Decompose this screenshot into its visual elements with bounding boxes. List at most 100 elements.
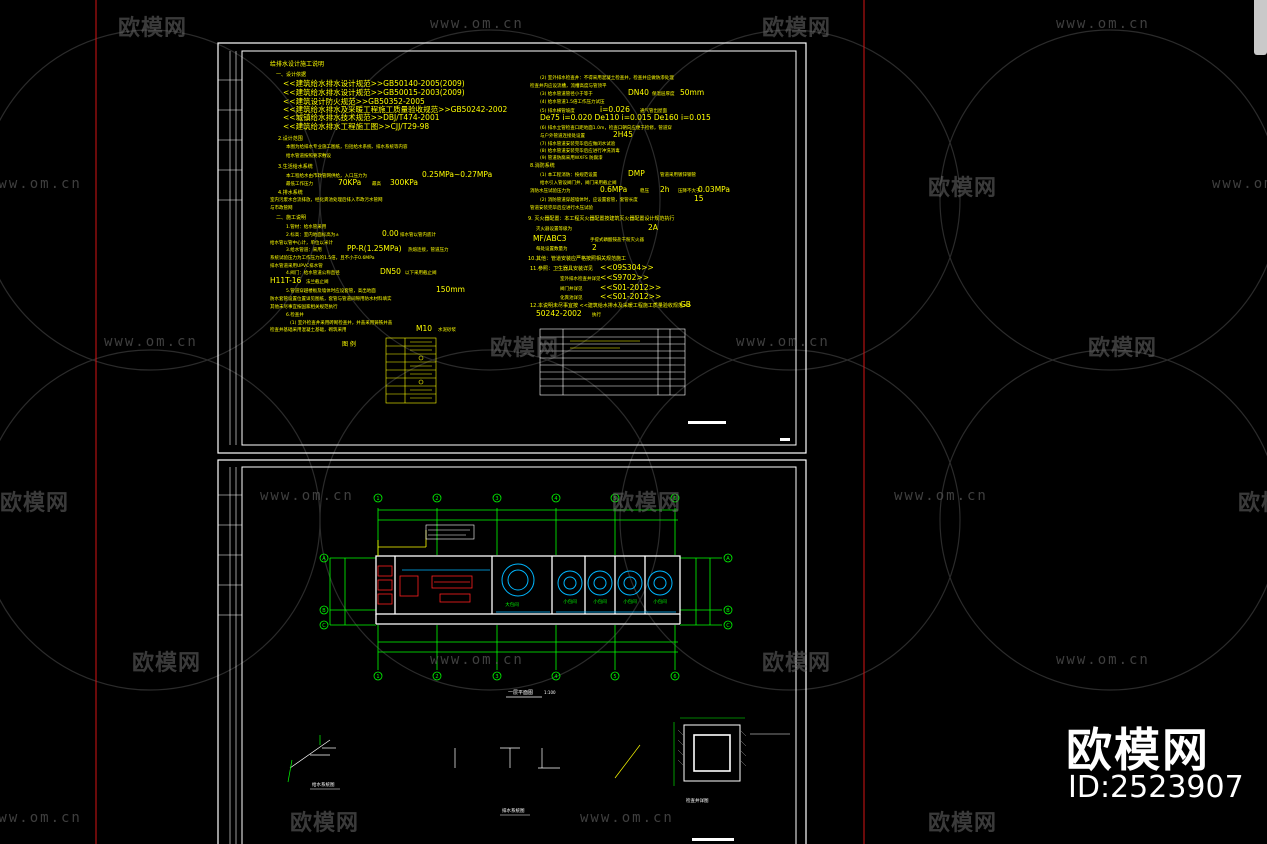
svg-text:热熔连接，管道压力: 热熔连接，管道压力 — [408, 246, 449, 253]
valve: DN50 — [380, 267, 401, 276]
svg-text:1: 1 — [376, 674, 379, 680]
svg-text:(3) 给水管道管径小于等于: (3) 给水管道管径小于等于 — [540, 90, 593, 97]
axis-6: 6 — [673, 496, 676, 502]
svg-text:化粪池详见: 化粪池详见 — [560, 294, 583, 301]
wm-url: www.om.cn — [1212, 176, 1267, 192]
svg-text:阀门井详见: 阀门井详见 — [560, 285, 583, 292]
wm-brand: 欧模网 — [490, 336, 560, 361]
rn-3: De75 i=0.020 De110 i=0.015 De160 i=0.015 — [540, 113, 711, 122]
rn-18: 50242-2002 — [536, 309, 582, 318]
svg-text:最低工作压力: 最低工作压力 — [286, 180, 313, 187]
plan-scale: 1:100 — [544, 690, 556, 695]
svg-text:通气管出屋面: 通气管出屋面 — [640, 107, 667, 114]
std-3: <<建筑给水排水及采暖工程施工质量验收规范>>GB50242-2002 — [283, 104, 507, 114]
axis-3: 3 — [495, 496, 498, 502]
sheet1-title: 给排水设计施工说明 — [270, 60, 324, 68]
svg-text:(1) 本工程消防：按规范设置: (1) 本工程消防：按规范设置 — [540, 171, 598, 178]
svg-text:管道采用镀锌钢管: 管道采用镀锌钢管 — [660, 171, 696, 178]
rn-0: DN40 — [628, 88, 649, 97]
svg-text:其他未尽事宜按国家相关规范执行: 其他未尽事宜按国家相关规范执行 — [270, 303, 338, 310]
svg-text:4.阀门：给水管道公称直径: 4.阀门：给水管道公称直径 — [286, 269, 340, 276]
svg-text:稳压: 稳压 — [640, 187, 649, 194]
room-1: 大包间 — [505, 601, 519, 608]
svg-text:检查井内应设流槽，流槽高度与管顶平: 检查井内应设流槽，流槽高度与管顶平 — [530, 82, 607, 89]
room-2: 小包间 — [563, 598, 577, 605]
svg-text:室内污废水合流排放，经化粪池处理后排入市政污水管网: 室内污废水合流排放，经化粪池处理后排入市政污水管网 — [270, 196, 383, 203]
svg-text:与户外管道连接处设置: 与户外管道连接处设置 — [540, 132, 585, 139]
legend-table — [385, 337, 437, 404]
wm-url: www.om.cn — [0, 810, 82, 826]
wm-brand: 欧模网 — [290, 811, 360, 836]
svg-text:(2) 消防管道穿越墙体时，应设置套管，套管长度: (2) 消防管道穿越墙体时，应设置套管，套管长度 — [540, 196, 638, 203]
drainage-isometric — [454, 744, 641, 779]
rn-13: <<09S304>> — [600, 263, 654, 272]
rn-4: 2H45 — [613, 130, 633, 139]
svg-text:1.管材：给水管采用: 1.管材：给水管采用 — [286, 223, 326, 230]
iso2-title: 排水系统图 — [502, 807, 525, 814]
rn-17: GB — [680, 300, 691, 309]
svg-text:C: C — [726, 623, 730, 629]
svg-text:保温层厚度: 保温层厚度 — [652, 90, 675, 97]
std-4: <<城镇给水排水技术规范>>DBJ/T474-2001 — [283, 112, 440, 122]
svg-text:3.给水管道：采用: 3.给水管道：采用 — [286, 246, 322, 253]
wm-brand: 欧模网 — [1088, 336, 1158, 361]
axis-4: 4 — [554, 496, 557, 502]
svg-text:(2) 室外排水检查井：不得采用混凝土检查井，检查井应做防渗: (2) 室外排水检查井：不得采用混凝土检查井，检查井应做防渗处理 — [540, 74, 674, 81]
axis-2: 2 — [435, 496, 438, 502]
rn-7: 2h — [660, 185, 670, 194]
svg-text:给水引入管设阀门井，阀门采用截止阀: 给水引入管设阀门井，阀门采用截止阀 — [540, 179, 617, 186]
svg-text:(4) 给水管道1.5倍工作压力试压: (4) 给水管道1.5倍工作压力试压 — [540, 98, 605, 105]
sheet1-notes-left: 给排水设计施工说明 一、设计依据 <<建筑给水排水设计规范>>GB50140-2… — [270, 60, 507, 348]
svg-text:灭火器设置等级为: 灭火器设置等级为 — [536, 225, 572, 232]
scrollbar-thumb[interactable] — [1254, 0, 1267, 55]
std-0: <<建筑给水排水设计规范>>GB50140-2005(2009) — [283, 78, 465, 88]
svg-text:以下采用截止阀: 以下采用截止阀 — [405, 269, 437, 276]
svg-text:4: 4 — [554, 674, 557, 680]
rn-12: 2 — [592, 243, 597, 252]
svg-text:压降不大于: 压降不大于 — [678, 187, 701, 194]
svg-text:6: 6 — [673, 674, 676, 680]
svg-text:系统试验压力为工作压力的1.5倍，且不小于0.6MPa: 系统试验压力为工作压力的1.5倍，且不小于0.6MPa — [270, 254, 375, 261]
wm-brand: 欧模网 — [1238, 491, 1267, 516]
svg-text:10.其他：管道安装应严格按照相关规范施工: 10.其他：管道安装应严格按照相关规范施工 — [528, 255, 626, 262]
wm-url: www.om.cn — [580, 810, 674, 826]
wm-brand: 欧模网 — [762, 651, 832, 676]
svg-text:室外排水检查井详见: 室外排水检查井详见 — [560, 275, 601, 282]
svg-text:消防水压试验压力为: 消防水压试验压力为 — [530, 187, 571, 194]
svg-text:2: 2 — [435, 674, 438, 680]
svg-text:二、施工说明: 二、施工说明 — [276, 214, 306, 221]
svg-text:与市政管网: 与市政管网 — [270, 204, 293, 211]
axis-5: 5 — [613, 496, 616, 502]
wm-url: www.om.cn — [430, 16, 524, 32]
rn-16: <<S01-2012>> — [600, 292, 661, 301]
svg-text:法兰截止阀: 法兰截止阀 — [306, 278, 329, 285]
svg-text:给水管道按照要求敷设: 给水管道按照要求敷设 — [286, 152, 331, 159]
room-3: 小包间 — [593, 598, 607, 605]
pressure2: 70KPa — [338, 178, 361, 187]
svg-text:(1) 室外检查井采用砖砌检查井，井盖采用铸铁井盖: (1) 室外检查井采用砖砌检查井，井盖采用铸铁井盖 — [290, 319, 393, 326]
water-supply-isometric — [287, 735, 336, 783]
std-5: <<建筑给水排水工程施工图>>CJJ/T29-98 — [283, 121, 429, 131]
axis-C: C — [322, 623, 326, 629]
drawing-index-table — [539, 328, 686, 396]
svg-text:执行: 执行 — [592, 311, 601, 318]
svg-text:9. 灭火器配置：本工程灭火器配置按建筑灭火器配置设计规范执: 9. 灭火器配置：本工程灭火器配置按建筑灭火器配置设计规范执行 — [528, 215, 674, 222]
detail-title: 检查井详图 — [686, 797, 709, 804]
wm-url: www.om.cn — [430, 652, 524, 668]
room-5: 小包间 — [653, 598, 667, 605]
rn-2: i=0.026 — [600, 105, 630, 114]
svg-text:3.生活给水系统: 3.生活给水系统 — [278, 163, 313, 170]
axis-1: 1 — [376, 496, 379, 502]
value1: 0.00 — [382, 229, 399, 238]
wm-url: www.om.cn — [894, 488, 988, 504]
wm-url: www.om.cn — [1056, 16, 1150, 32]
wm-brand: 欧模网 — [132, 651, 202, 676]
axis-B: B — [322, 608, 326, 614]
svg-text:5.管道穿越楼板及墙体时应设套管，高出地面: 5.管道穿越楼板及墙体时应设套管，高出地面 — [286, 287, 376, 294]
pressure3: 300KPa — [390, 178, 418, 187]
floor-plan: 1 2 3 4 5 6 1 2 3 4 5 6 A B C A B C — [319, 493, 733, 698]
svg-text:(5) 排水横管坡度: (5) 排水横管坡度 — [540, 107, 575, 114]
svg-text:一、设计依据: 一、设计依据 — [276, 71, 306, 78]
